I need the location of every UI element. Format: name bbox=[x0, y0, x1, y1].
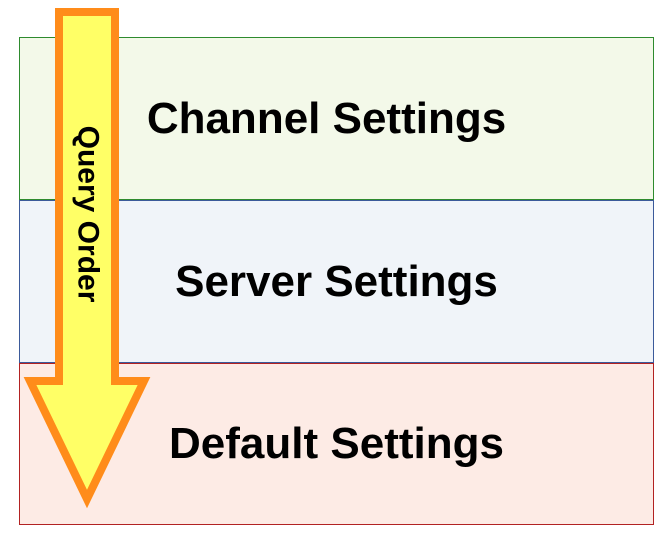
channel-settings-label: Channel Settings bbox=[146, 93, 507, 143]
channel-settings-box: Channel Settings bbox=[19, 37, 654, 200]
server-settings-box: Server Settings bbox=[19, 200, 654, 363]
server-settings-label: Server Settings bbox=[175, 256, 498, 306]
default-settings-box: Default Settings bbox=[19, 363, 654, 525]
default-settings-label: Default Settings bbox=[169, 419, 504, 468]
